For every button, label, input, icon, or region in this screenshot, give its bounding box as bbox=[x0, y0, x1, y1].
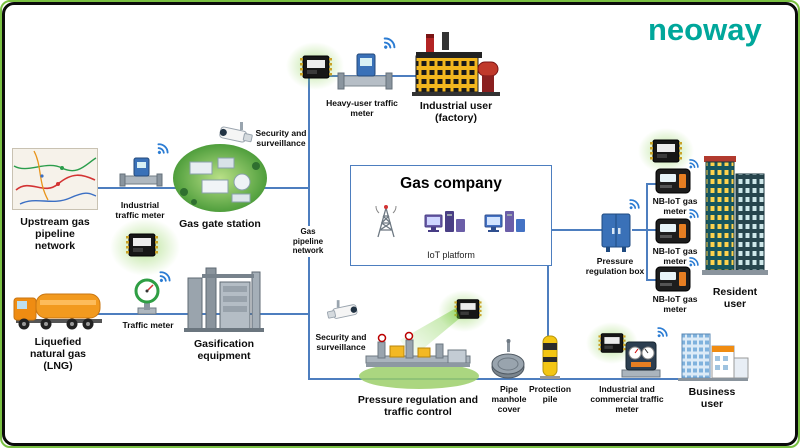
nb-iot-meter-label-3: NB-IoT gas meter bbox=[652, 294, 698, 315]
signal-cone bbox=[400, 308, 460, 358]
iot-workstation-icon bbox=[484, 211, 525, 232]
cctv-camera-icon bbox=[326, 300, 358, 319]
nb-iot-meter-label-2: NB-IoT gas meter bbox=[652, 246, 698, 267]
wifi-signal-icon bbox=[629, 199, 640, 210]
manhole-label: Pipe manhole cover bbox=[491, 384, 527, 415]
nb-meter-stub3-line bbox=[646, 279, 660, 281]
company-right-line bbox=[550, 229, 602, 231]
pipeline-left-line bbox=[42, 187, 308, 189]
business-user-label: Business user bbox=[688, 386, 736, 411]
nb-meter-stub1-line bbox=[646, 183, 660, 185]
gas-company-title: Gas company bbox=[400, 175, 502, 192]
protection-pile-icon bbox=[540, 335, 560, 379]
pipeline-bottom-line bbox=[308, 378, 714, 380]
wifi-signal-icon bbox=[689, 209, 699, 219]
protection-pile-label: Protection pile bbox=[528, 384, 572, 405]
pressure-box-label: Pressure regulation box bbox=[585, 256, 645, 277]
gasification-equipment-icon bbox=[184, 267, 264, 332]
iot-workstation-icon bbox=[424, 211, 465, 232]
nb-module-icon bbox=[300, 55, 332, 79]
nb-iot-meter-label-1: NB-IoT gas meter bbox=[652, 196, 698, 217]
resident-user-label: Resident user bbox=[712, 286, 758, 311]
nb-module-icon bbox=[126, 233, 158, 257]
wifi-signal-icon bbox=[689, 257, 699, 267]
traffic-meter-label: Traffic meter bbox=[122, 320, 174, 330]
resident-building-icon bbox=[702, 156, 768, 275]
factory-icon bbox=[412, 32, 500, 96]
wifi-signal-icon bbox=[383, 37, 396, 49]
cctv-camera-icon bbox=[219, 122, 253, 143]
pressure-regulation-label: Pressure regulation and traffic control bbox=[357, 394, 479, 419]
gas-pipeline-network-label: Gas pipeline network bbox=[289, 226, 327, 257]
nb-iot-gas-meter-icon bbox=[655, 266, 691, 292]
wifi-signal-icon bbox=[157, 143, 169, 154]
factory-label: Industrial user (factory) bbox=[419, 100, 493, 125]
pressure-regulation-box-icon bbox=[601, 213, 631, 252]
industrial-traffic-meter-label: Industrial traffic meter bbox=[115, 200, 165, 221]
nb-iot-gas-meter-icon bbox=[655, 168, 691, 194]
neoway-logo: neoway bbox=[648, 12, 762, 47]
wifi-signal-icon bbox=[657, 327, 668, 338]
lng-label: Liquefied natural gas (LNG) bbox=[29, 336, 87, 373]
gas-gate-station-label: Gas gate station bbox=[179, 218, 261, 230]
lng-truck-icon bbox=[13, 293, 102, 330]
business-building-icon bbox=[678, 333, 749, 381]
industrial-commercial-meter-label: Industrial and commercial traffic meter bbox=[590, 384, 664, 415]
heavy-user-meter-label: Heavy-user traffic meter bbox=[326, 98, 398, 119]
pipeline-lng-line bbox=[52, 313, 308, 315]
industrial-commercial-meter-icon bbox=[621, 341, 661, 378]
nb-meter-bracket-line bbox=[646, 183, 648, 281]
antenna-tower-icon bbox=[375, 205, 397, 238]
security-surveillance-label-2: Security and surveillance bbox=[315, 332, 367, 353]
pipeline-map-icon bbox=[12, 148, 98, 210]
gas-gate-station-icon bbox=[173, 144, 267, 212]
iot-platform-label: IoT platform bbox=[427, 250, 475, 260]
nb-module-icon bbox=[598, 333, 626, 353]
gas-company-box: Gas company IoT platform bbox=[350, 165, 552, 266]
industrial-traffic-meter-icon bbox=[119, 157, 163, 187]
pressure-regulation-plant-icon bbox=[359, 331, 479, 389]
company-down-line bbox=[547, 264, 549, 379]
nb-module-icon bbox=[650, 139, 682, 163]
security-surveillance-label-1: Security and surveillance bbox=[255, 128, 307, 149]
manhole-cover-icon bbox=[491, 339, 525, 379]
heavy-user-meter-icon bbox=[337, 53, 393, 90]
nb-meter-connector-line bbox=[632, 229, 648, 231]
wifi-signal-icon bbox=[159, 271, 171, 282]
nb-iot-gas-meter-icon bbox=[655, 218, 691, 244]
nb-meter-stub2-line bbox=[646, 229, 660, 231]
traffic-meter-icon bbox=[134, 278, 160, 315]
upstream-label: Upstream gas pipeline network bbox=[20, 216, 90, 253]
wifi-signal-icon bbox=[689, 159, 699, 169]
gasification-label: Gasification equipment bbox=[193, 338, 255, 363]
